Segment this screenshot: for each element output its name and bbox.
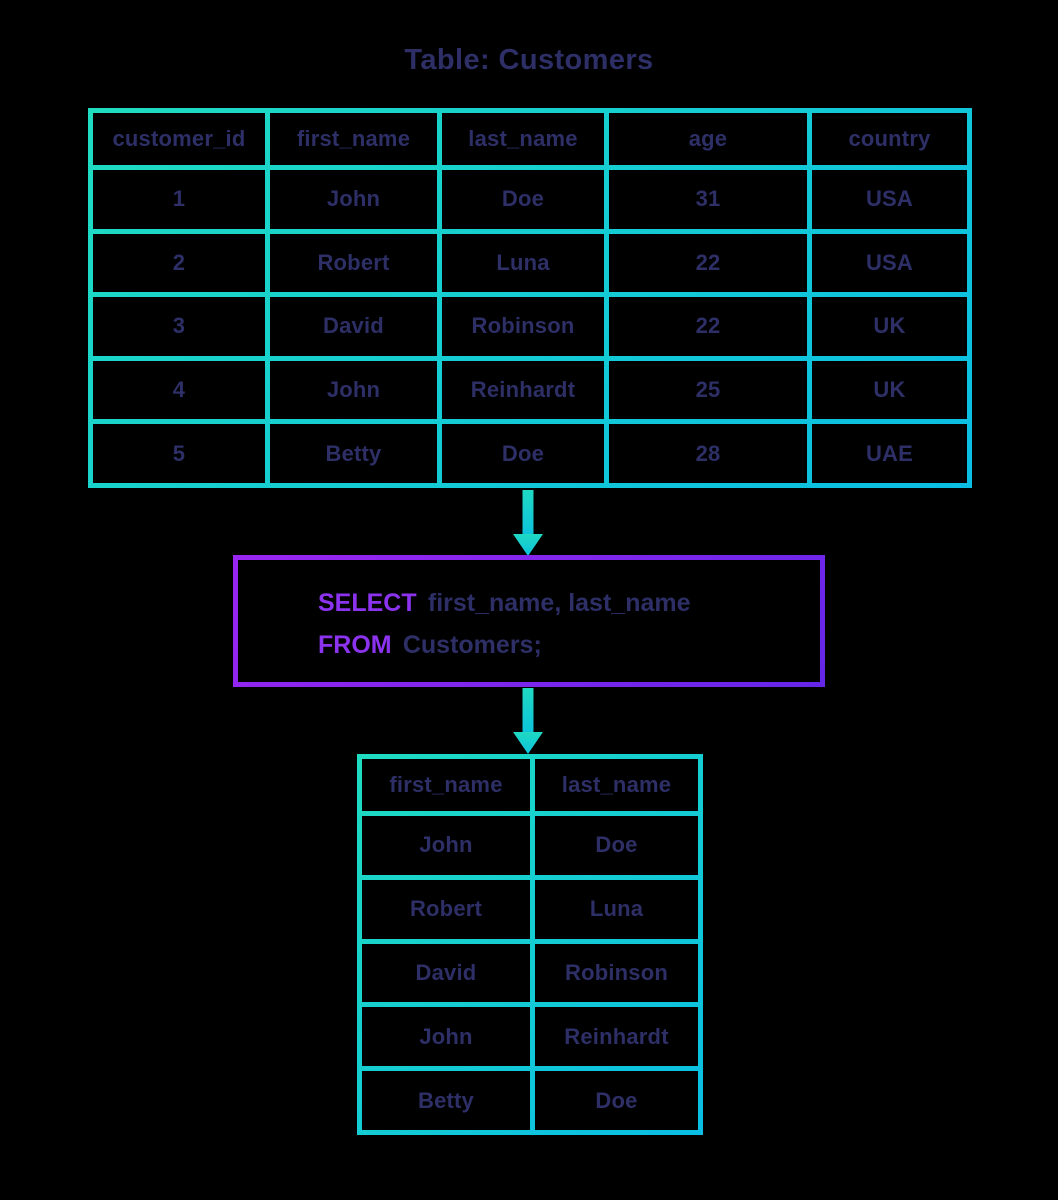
table-cell: David: [362, 943, 530, 1003]
customers-table-grid: customer_id first_name last_name age cou…: [93, 113, 967, 483]
table-cell: 22: [609, 233, 807, 293]
column-header: customer_id: [93, 113, 265, 165]
table-cell: USA: [812, 233, 967, 293]
sql-query-text: SELECT first_name, last_name FROM Customer…: [238, 560, 820, 682]
table-cell: USA: [812, 170, 967, 229]
column-header: first_name: [362, 759, 530, 811]
table-cell: Luna: [442, 233, 604, 293]
table-cell: 22: [609, 297, 807, 356]
table-cell: Doe: [442, 424, 604, 483]
table-cell: Robert: [270, 233, 437, 293]
table-cell: Robinson: [535, 943, 698, 1003]
table-cell: John: [362, 1007, 530, 1067]
column-header: country: [812, 113, 967, 165]
down-arrow-icon: [513, 688, 543, 754]
table-cell: Reinhardt: [442, 360, 604, 420]
table-cell: David: [270, 297, 437, 356]
table-cell: John: [362, 816, 530, 875]
column-header: last_name: [442, 113, 604, 165]
table-cell: 28: [609, 424, 807, 483]
table-cell: 31: [609, 170, 807, 229]
table-cell: Betty: [362, 1071, 530, 1130]
table-cell: UK: [812, 297, 967, 356]
table-cell: UAE: [812, 424, 967, 483]
result-table: first_name last_name John Doe Robert Lun…: [357, 754, 703, 1135]
sql-keyword: SELECT: [318, 589, 417, 617]
table-cell: 4: [93, 360, 265, 420]
column-header: last_name: [535, 759, 698, 811]
diagram-title: Table: Customers: [404, 44, 654, 76]
column-header: first_name: [270, 113, 437, 165]
table-cell: Robinson: [442, 297, 604, 356]
down-arrow-icon: [513, 490, 543, 556]
table-cell: Reinhardt: [535, 1007, 698, 1067]
table-cell: 2: [93, 233, 265, 293]
sql-text: first_name, last_name: [427, 589, 691, 617]
sql-line-2: FROM Customers;: [318, 624, 810, 666]
table-cell: Robert: [362, 879, 530, 939]
sql-keyword: FROM: [318, 631, 392, 659]
table-cell: Doe: [535, 816, 698, 875]
table-cell: John: [270, 170, 437, 229]
table-cell: Doe: [442, 170, 604, 229]
table-cell: 3: [93, 297, 265, 356]
table-cell: 25: [609, 360, 807, 420]
result-table-grid: first_name last_name John Doe Robert Lun…: [362, 759, 698, 1130]
table-cell: UK: [812, 360, 967, 420]
customers-table: customer_id first_name last_name age cou…: [88, 108, 972, 488]
table-cell: Doe: [535, 1071, 698, 1130]
table-cell: Luna: [535, 879, 698, 939]
table-cell: 5: [93, 424, 265, 483]
table-cell: 1: [93, 170, 265, 229]
sql-line-1: SELECT first_name, last_name: [318, 582, 810, 624]
sql-text: Customers;: [402, 631, 542, 659]
sql-query-box: SELECT first_name, last_name FROM Customer…: [233, 555, 825, 687]
column-header: age: [609, 113, 807, 165]
table-cell: Betty: [270, 424, 437, 483]
table-cell: John: [270, 360, 437, 420]
